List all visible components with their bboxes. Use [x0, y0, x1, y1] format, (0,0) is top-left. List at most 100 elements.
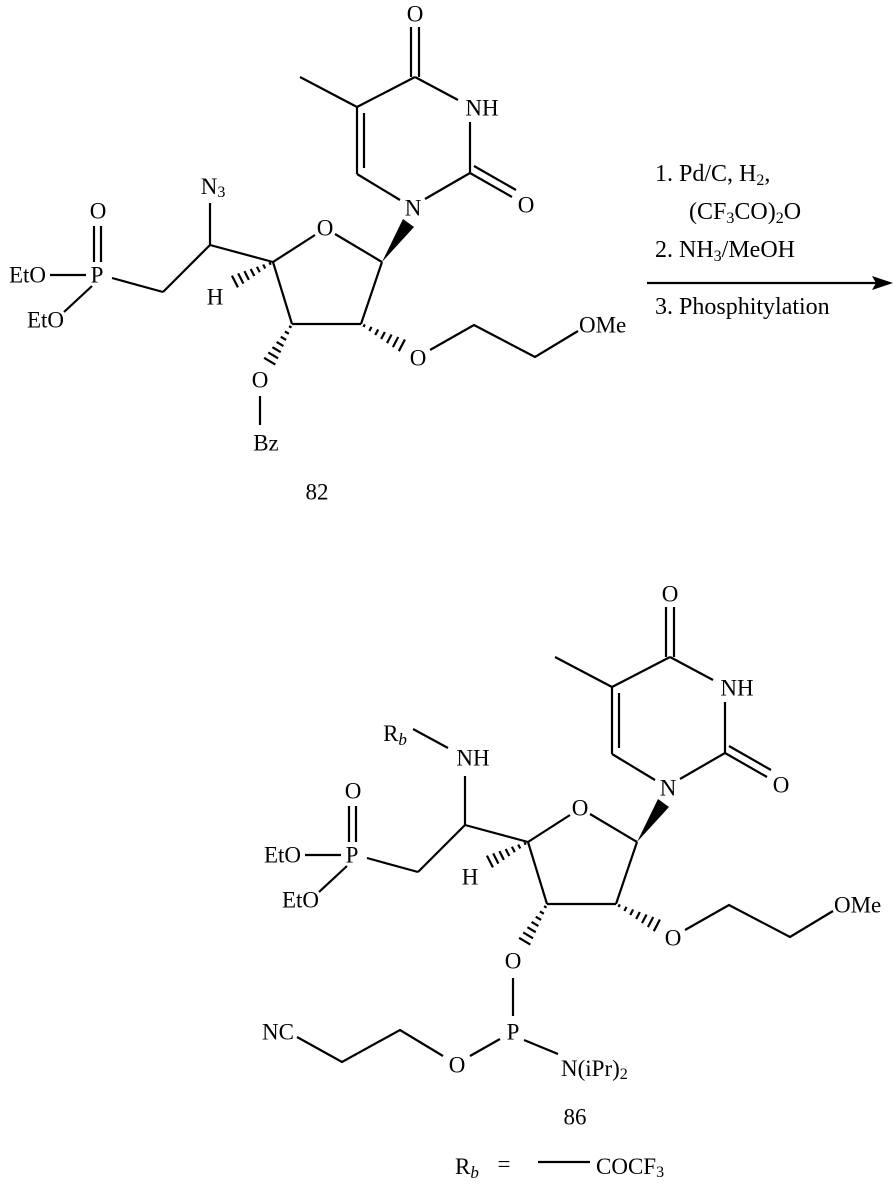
bond [464, 823, 529, 844]
wedge-bond [382, 219, 414, 262]
atom-label: P [91, 263, 104, 288]
condition-step-3: 3. Phosphitylation [655, 294, 830, 320]
bond [318, 865, 348, 893]
rb-label: Rb [383, 721, 407, 749]
hash-mark [641, 913, 648, 924]
text-run: 2. NH [655, 237, 714, 263]
bond [724, 752, 768, 778]
rb-subscript: b [470, 1163, 479, 1182]
hash-mark [635, 911, 641, 920]
hash-mark [539, 910, 545, 915]
subscript: 2 [776, 210, 784, 227]
cyano-label: NC [262, 1020, 294, 1045]
text-run: /MeOH [722, 237, 795, 263]
bond [589, 813, 638, 843]
hashed-bond [230, 261, 272, 288]
atom-label: O [90, 199, 107, 224]
bond [611, 656, 671, 688]
bond [473, 165, 517, 191]
hash-mark [230, 275, 239, 288]
hash-mark [531, 920, 539, 928]
condition-step-1: 1. Pd/C, H2, [655, 161, 770, 189]
sugar-ring: O [526, 796, 639, 906]
hash-mark [543, 905, 548, 909]
hash-mark [255, 266, 261, 273]
bond [111, 276, 164, 294]
bond [63, 285, 93, 313]
bond [162, 244, 211, 293]
text-run: (CF [689, 199, 726, 225]
hash-mark [386, 333, 393, 344]
atom-label: O [407, 2, 424, 27]
bond [614, 841, 639, 905]
rb-definition: Rb = COCF3 [455, 1152, 664, 1182]
subscript: 3 [217, 184, 225, 201]
hashed-bond [485, 841, 527, 868]
hash-mark [391, 336, 400, 348]
bond [356, 76, 416, 108]
bond [526, 841, 549, 905]
atom-label: O [662, 582, 679, 607]
hash-mark [517, 843, 522, 850]
atom-label: O [572, 796, 589, 821]
hash-mark [397, 339, 406, 352]
phosphonate-side-chain: NH Rb P O EtO EtO [264, 721, 529, 913]
rb-label: Rb [455, 1154, 479, 1182]
atom-label: O [252, 368, 269, 393]
condition-step-2: 2. NH3/MeOH [655, 237, 795, 265]
atom-label: H [462, 865, 479, 890]
azide-label: N3 [201, 174, 226, 201]
trifluoroacetyl-label: COCF3 [596, 1154, 664, 1181]
cyanoethyl-chain [296, 1028, 444, 1064]
hashed-bond [362, 323, 406, 352]
hash-mark [652, 919, 661, 932]
text-run: N(iPr) [561, 1056, 620, 1081]
bond [272, 234, 316, 263]
hashed-bond [617, 903, 661, 932]
bond [679, 752, 726, 780]
atom-label: O [345, 779, 362, 804]
reaction-conditions: 1. Pd/C, H2, (CF3CO)2O 2. NH3/MeOH 3. Ph… [647, 161, 893, 320]
amide-nh-label: NH [456, 746, 489, 771]
diisopropylamino-label: N(iPr)2 [561, 1056, 628, 1083]
bond [469, 172, 513, 198]
atom-label: H [207, 285, 224, 310]
atom-label: O [449, 1053, 466, 1078]
hash-mark [485, 855, 494, 868]
bond [334, 233, 383, 263]
rb-symbol: R [455, 1154, 471, 1179]
atom-label: O [773, 773, 790, 798]
atom-label: P [507, 1020, 520, 1045]
thymine-base: O NH O N [554, 582, 790, 801]
hash-mark [362, 323, 366, 328]
text-run: CO) [734, 199, 775, 225]
hash-mark [526, 926, 537, 934]
atom-label: O [505, 949, 522, 974]
methoxyethyl-chain [429, 323, 579, 359]
bond [366, 856, 419, 874]
bond [527, 814, 571, 843]
hashed-bond [518, 905, 548, 946]
bond [669, 656, 714, 681]
bond [414, 76, 459, 101]
atom-label: O [410, 346, 427, 371]
hash-mark [374, 328, 380, 336]
hash-mark [284, 330, 290, 335]
hashed-bond [263, 325, 293, 366]
bond [469, 1038, 501, 1057]
atom-label: P [346, 843, 359, 868]
hash-mark [249, 268, 256, 277]
rb-symbol: R [383, 721, 399, 746]
atom-label: N [660, 776, 677, 801]
bond [424, 172, 471, 200]
hash-mark [523, 841, 527, 846]
hash-mark [288, 325, 293, 329]
atom-label: N [405, 196, 422, 221]
benzoyl-label: Bz [253, 431, 279, 456]
methyl-bond [554, 656, 613, 688]
hash-mark [243, 270, 250, 281]
compound-number-82: 82 [306, 480, 329, 505]
hash-mark [263, 356, 276, 366]
hash-mark [368, 326, 373, 332]
ethoxy-label: EtO [264, 843, 301, 868]
